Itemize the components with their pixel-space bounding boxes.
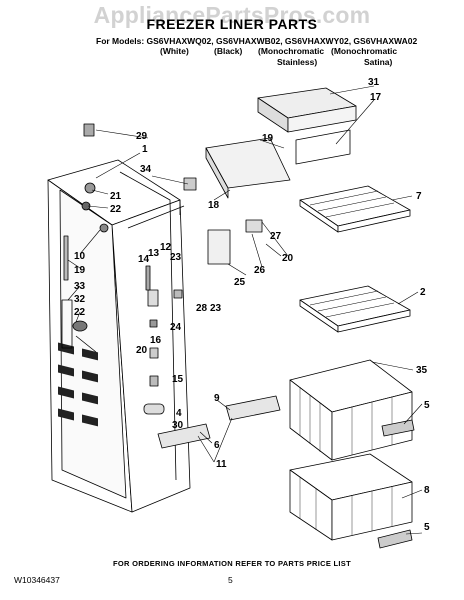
page-number: 5 (228, 575, 233, 585)
callout-21: 21 (110, 191, 122, 202)
freezer-liner-drawing (47, 123, 197, 513)
callout-35: 35 (416, 365, 428, 376)
callout-14: 14 (138, 254, 150, 265)
rail-left-drawing (157, 423, 211, 449)
callout-6: 6 (214, 440, 220, 451)
shelves-drawing (299, 185, 411, 333)
callout-13: 13 (148, 248, 160, 259)
callout-18: 18 (208, 200, 220, 211)
callout-31: 31 (368, 77, 380, 88)
leader-lines (67, 85, 423, 535)
callout-9: 9 (214, 393, 220, 404)
callout-32: 32 (74, 294, 86, 305)
callout-4: 4 (176, 408, 182, 419)
callout-20-right: 20 (282, 253, 294, 264)
callout-24: 24 (170, 322, 182, 333)
callout-labels: 31 17 29 19 1 34 21 22 18 7 10 19 33 32 … (74, 77, 430, 533)
callout-19-top: 19 (262, 133, 274, 144)
callout-2: 2 (420, 287, 426, 298)
callout-22-top: 22 (110, 204, 122, 215)
watermark: AppliancePartsPros.com (93, 2, 371, 28)
callout-26: 26 (254, 265, 266, 276)
callout-12: 12 (160, 242, 172, 253)
callout-1: 1 (142, 144, 148, 155)
callout-7: 7 (416, 191, 422, 202)
models-line: For Models: GS6VHAXWQ02, GS6VHAXWB02, GS… (96, 36, 418, 46)
callout-8: 8 (424, 485, 430, 496)
callout-5-lower: 5 (424, 522, 430, 533)
callout-23-lower: 23 (210, 303, 222, 314)
baskets-drawing (289, 359, 413, 541)
callout-17: 17 (370, 92, 382, 103)
callout-33: 33 (74, 281, 86, 292)
callout-22-mid: 22 (74, 307, 86, 318)
callout-28: 28 (196, 303, 208, 314)
variant-mono-stainless-2: Stainless) (277, 57, 318, 67)
callout-27: 27 (270, 231, 282, 242)
variant-black: (Black) (214, 46, 243, 56)
ordering-note: FOR ORDERING INFORMATION REFER TO PARTS … (113, 559, 351, 568)
document-number: W10346437 (14, 575, 60, 585)
control-bracket-drawing (207, 229, 231, 265)
callout-29: 29 (136, 131, 148, 142)
callout-19-mid: 19 (74, 265, 86, 276)
callout-5-upper: 5 (424, 400, 430, 411)
diagram-drawing (47, 87, 415, 549)
callout-23-upper: 23 (170, 252, 182, 263)
callout-15: 15 (172, 374, 184, 385)
upper-duct-drawing (205, 87, 357, 199)
variant-mono-satina-2: Satina) (364, 57, 393, 67)
trim-lower-drawing (377, 529, 413, 549)
variant-white: (White) (160, 46, 189, 56)
page-title: FREEZER LINER PARTS (146, 16, 318, 32)
callout-34: 34 (140, 164, 152, 175)
callout-10: 10 (74, 251, 86, 262)
variant-mono-satina: (Monochromatic (331, 46, 398, 56)
callout-20-left: 20 (136, 345, 148, 356)
callout-16: 16 (150, 335, 162, 346)
rail-right-drawing (225, 395, 281, 421)
callout-30: 30 (172, 420, 184, 431)
variant-mono-stainless: (Monochromatic (258, 46, 325, 56)
callout-11: 11 (216, 459, 227, 470)
callout-25: 25 (234, 277, 246, 288)
trim-upper-drawing (381, 419, 415, 437)
